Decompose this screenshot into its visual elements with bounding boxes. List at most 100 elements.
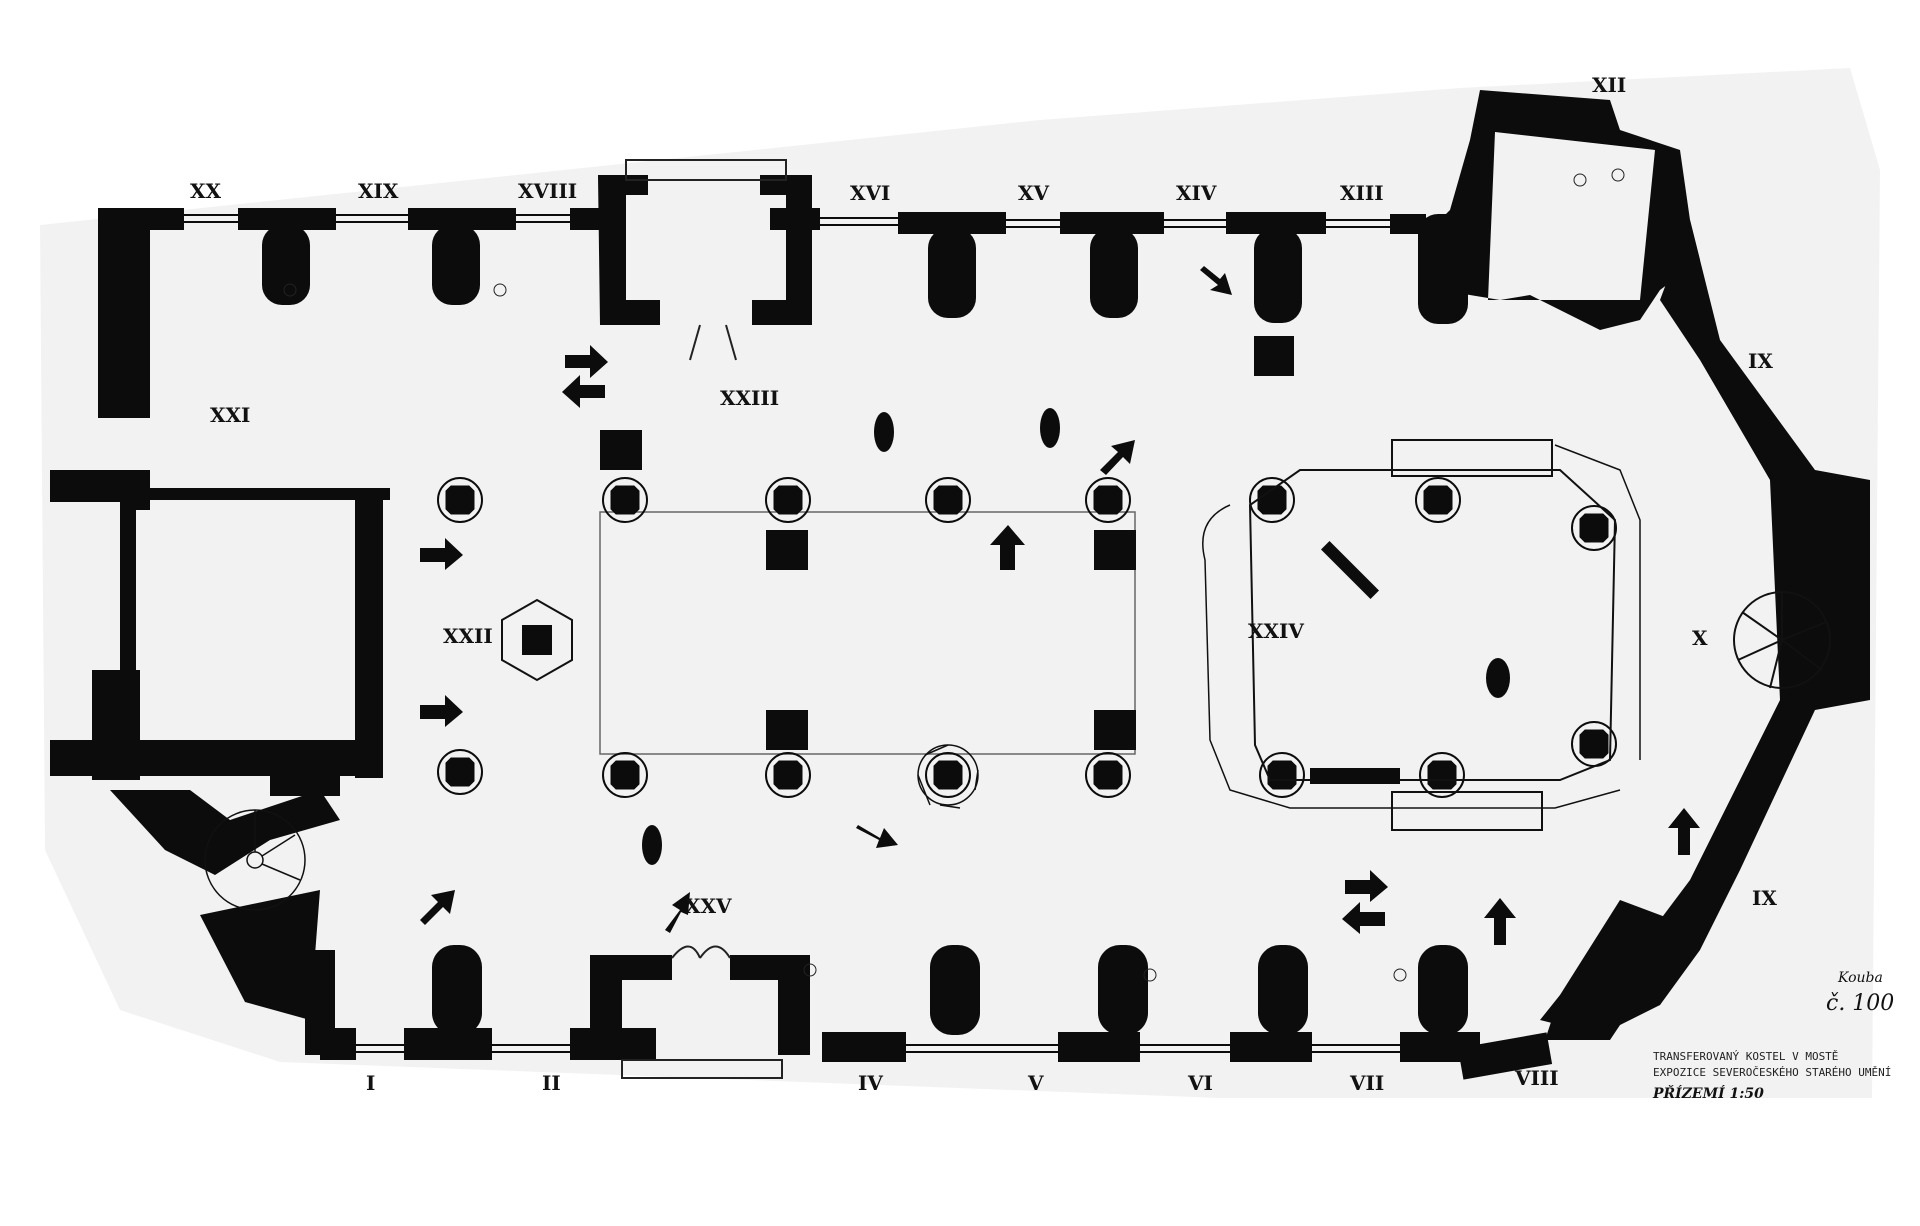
west-wall <box>98 208 150 418</box>
sw-buttress <box>110 790 340 875</box>
portal-frames <box>621 159 787 1079</box>
item-marker <box>1611 168 1625 182</box>
pillar <box>1419 752 1465 798</box>
north-portal <box>752 175 812 325</box>
pillar <box>1085 752 1131 798</box>
paper-sheet <box>40 68 1880 1098</box>
se-chapel-walls <box>1457 1032 1553 1080</box>
label-XXIII: XXIII <box>720 386 779 410</box>
pillars <box>437 477 1617 798</box>
visitor-flow-arrows <box>420 266 1700 945</box>
label-XVI: XVI <box>850 181 890 205</box>
pillar <box>437 749 483 795</box>
item-marker <box>1573 173 1587 187</box>
pillar <box>1415 477 1461 523</box>
wall-segment <box>320 1028 356 1060</box>
arrow <box>665 892 690 933</box>
sculpture <box>1040 408 1060 448</box>
buttress <box>432 945 482 1035</box>
south-portal <box>730 955 810 1055</box>
altar-step-south <box>1391 791 1543 831</box>
buttress <box>930 945 980 1035</box>
spiral-stair <box>917 744 979 809</box>
west-wall <box>270 776 340 796</box>
pillar <box>925 752 971 798</box>
door-swing <box>689 324 737 361</box>
apse-wall <box>1540 220 1870 1035</box>
label-VII: VII <box>1349 1071 1384 1095</box>
label-VI: VI <box>1187 1071 1213 1095</box>
label-XX: XX <box>190 179 222 203</box>
sw-buttress <box>200 890 320 1020</box>
buttress <box>928 228 976 318</box>
wall-segment <box>1230 1032 1312 1062</box>
sacristy-walls <box>1430 90 1700 330</box>
label-XXI: XXI <box>210 403 250 427</box>
item-marker <box>1393 968 1407 982</box>
wall-segment <box>1226 212 1326 234</box>
display-case <box>1254 336 1294 376</box>
statue <box>1486 658 1510 698</box>
hexagonal-font <box>501 598 573 682</box>
presbytery-objects <box>1310 541 1510 784</box>
arrow <box>990 525 1025 570</box>
label-XV: XV <box>1018 181 1050 205</box>
pillar <box>1085 477 1131 523</box>
label-XIII: XIII <box>1340 181 1384 205</box>
window-lines <box>184 214 1400 1053</box>
wall-segment <box>898 212 1006 234</box>
buttress <box>1258 945 1308 1035</box>
apse-spiral-stair <box>1733 591 1831 689</box>
walls <box>50 90 1870 1080</box>
bay-labels: I II IV V VI VII VIII IX IX X XII XIII X… <box>190 73 1777 1095</box>
pillar <box>765 752 811 798</box>
label-V: V <box>1027 1071 1044 1095</box>
south-portal-frame <box>621 1059 783 1079</box>
west-wall <box>355 488 383 778</box>
west-wall <box>120 488 390 500</box>
sculpture <box>874 412 894 452</box>
lectern <box>1321 541 1379 599</box>
label-IV: IV <box>858 1071 883 1095</box>
label-XIX: XIX <box>358 179 399 203</box>
display-case <box>1094 530 1136 570</box>
arrow <box>1200 266 1232 295</box>
label-IX-lower: IX <box>1752 886 1777 910</box>
label-XIV: XIV <box>1176 181 1217 205</box>
pillar <box>1571 505 1617 551</box>
pillar <box>602 752 648 798</box>
arrow <box>420 538 463 570</box>
buttress <box>1098 945 1148 1035</box>
label-XII: XII <box>1592 73 1626 97</box>
wall-segment <box>1390 214 1426 234</box>
pillar <box>925 477 971 523</box>
display-cases <box>600 336 1294 865</box>
wall-segment <box>408 208 516 230</box>
label-XXIV: XXIV <box>1248 619 1304 643</box>
arrow <box>565 345 608 378</box>
display-case <box>766 530 808 570</box>
arrow <box>856 825 898 848</box>
item-marker <box>493 283 507 297</box>
display-case <box>600 430 642 470</box>
pillar <box>1571 721 1617 767</box>
presbytery-platform <box>1202 439 1641 831</box>
display-case <box>766 710 808 750</box>
arrow <box>1100 440 1135 475</box>
label-IX-upper: IX <box>1748 349 1773 373</box>
arrow <box>1484 898 1516 945</box>
door-swing <box>671 945 731 959</box>
wall-segment <box>1060 212 1164 234</box>
item-marker <box>803 963 817 977</box>
arrow <box>420 890 455 925</box>
label-I: I <box>366 1071 375 1095</box>
buttress <box>1090 228 1138 318</box>
buttress <box>1418 945 1468 1035</box>
south-portal <box>590 955 672 1055</box>
title-line-2: EXPOZICE SEVEROČESKÉHO STARÉHO UMĚNÍ <box>1653 1066 1891 1079</box>
title-scale: PŘÍZEMÍ 1:50 <box>1652 1084 1764 1102</box>
pillar <box>602 477 648 523</box>
north-portal <box>598 175 660 325</box>
